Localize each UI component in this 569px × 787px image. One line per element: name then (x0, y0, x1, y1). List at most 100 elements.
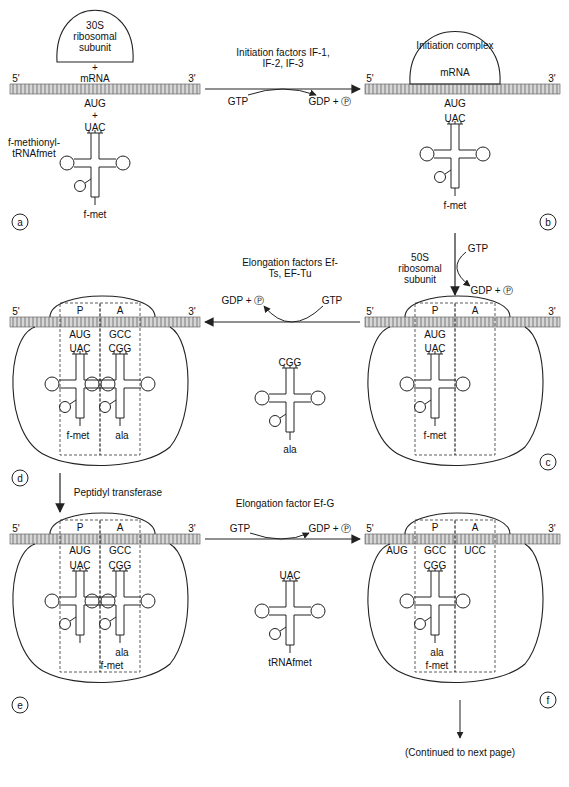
anticodon: UAC (69, 343, 90, 354)
panel-letter: d (17, 473, 23, 484)
amino-acid: f-met (424, 430, 447, 441)
molecule-name: mRNA (440, 67, 469, 78)
codon: AUG (84, 98, 106, 109)
mrna-strand (365, 534, 560, 544)
site-label: P (415, 305, 455, 316)
panel-letter: f (547, 695, 550, 706)
process-label: Elongation factors Ef-Ts, EF-Tu (240, 257, 340, 279)
codon: AUG (444, 98, 466, 109)
strand-end: 3' (188, 73, 195, 84)
trna-symbol (85, 351, 155, 426)
site-label: A (100, 522, 140, 533)
node-shape (405, 296, 510, 317)
trna-molecules (45, 121, 490, 653)
continue-arrow (460, 700, 461, 738)
node-outline (360, 295, 560, 473)
anticodon: CGG (109, 560, 132, 571)
strand-end: 5' (12, 523, 19, 534)
amino-acid: f-met (67, 430, 90, 441)
strand-end: 5' (12, 73, 19, 84)
process-arrow (59, 473, 60, 512)
process-arrow (205, 321, 360, 322)
site-label: P (415, 522, 455, 533)
amino-acid: f-met (101, 660, 124, 671)
cofactor: GTP (322, 295, 343, 306)
node-shape (50, 513, 155, 534)
mrna-strand (365, 317, 560, 327)
panel-circles (12, 214, 556, 713)
binding-site (100, 303, 140, 455)
cofactor: GTP (230, 523, 251, 534)
node-shape (13, 544, 188, 682)
cofactor-arrows (248, 89, 470, 738)
binding-site (100, 520, 140, 672)
trna-symbol (420, 121, 490, 196)
ribosomal-subunit: 30S ribosomal subunit (5, 5, 205, 233)
process-arrow (205, 88, 360, 89)
node-outline (5, 295, 205, 473)
plus-sign: + (92, 62, 98, 73)
amino-acid: f-met (444, 200, 467, 211)
panel-letter: c (546, 457, 551, 468)
cofactor: GDP + Ⓟ (471, 285, 514, 296)
amino-acid: ala (430, 647, 443, 658)
codon: AUG (424, 329, 446, 340)
anticodon: CGG (424, 560, 447, 571)
subunit-name: 50S ribosomal subunit (394, 252, 446, 285)
trna-symbol (85, 568, 155, 643)
codon: AUG (386, 545, 408, 556)
process-arrow (454, 233, 455, 295)
binding-site (455, 520, 495, 672)
complex-label: Initiation complex (415, 40, 495, 51)
ribosome: PA (360, 512, 560, 690)
plus-sign: + (92, 110, 98, 121)
anticodon: UAC (444, 113, 465, 124)
trna-symbol (400, 351, 470, 426)
amino-acid: ala (115, 430, 128, 441)
ribosome: PA (360, 295, 560, 473)
panel-circle (540, 692, 556, 708)
cofactor-arrow (264, 306, 323, 322)
binding-site (60, 520, 100, 672)
molecule-name: f-methionyl- tRNAfmet (5, 137, 63, 159)
codon: GCC (109, 545, 131, 556)
amino-acid: ala (115, 647, 128, 658)
node-shape (50, 296, 155, 317)
cofactor: GDP + Ⓟ (222, 295, 265, 306)
process-label: Elongation factor Ef-G (235, 498, 335, 509)
binding-site (415, 520, 455, 672)
amino-acid: ala (283, 444, 296, 455)
node-shape (410, 32, 500, 85)
strand-end: 3' (188, 306, 195, 317)
codon: AUG (69, 545, 91, 556)
strand-end: 3' (548, 523, 555, 534)
trna-symbol (255, 578, 325, 653)
molecule-name: mRNA (80, 73, 109, 84)
panel-letter: b (545, 217, 551, 228)
strand-end: 5' (366, 306, 373, 317)
process-label: Peptidyl transferase (58, 487, 178, 498)
node-shape (405, 513, 510, 534)
panel-circle (12, 697, 28, 713)
codon: UCC (464, 545, 486, 556)
anticodon: UAC (279, 570, 300, 581)
cofactor: GTP (468, 243, 489, 254)
cofactor: GTP (228, 96, 249, 107)
panel-letter: e (17, 700, 23, 711)
process-arrow (205, 538, 360, 539)
anticodon: UAC (424, 343, 445, 354)
trna-symbol (400, 568, 470, 643)
site-label: A (100, 305, 140, 316)
node-shape (13, 327, 188, 465)
codon: GCC (424, 545, 446, 556)
binding-site (60, 303, 100, 455)
strand-end: 3' (188, 523, 195, 534)
node-shape (57, 10, 133, 62)
site-label: A (455, 305, 495, 316)
trna-symbol (60, 130, 130, 205)
mrna-strands (10, 84, 560, 544)
subunit-label: 30S ribosomal subunit (67, 20, 123, 53)
